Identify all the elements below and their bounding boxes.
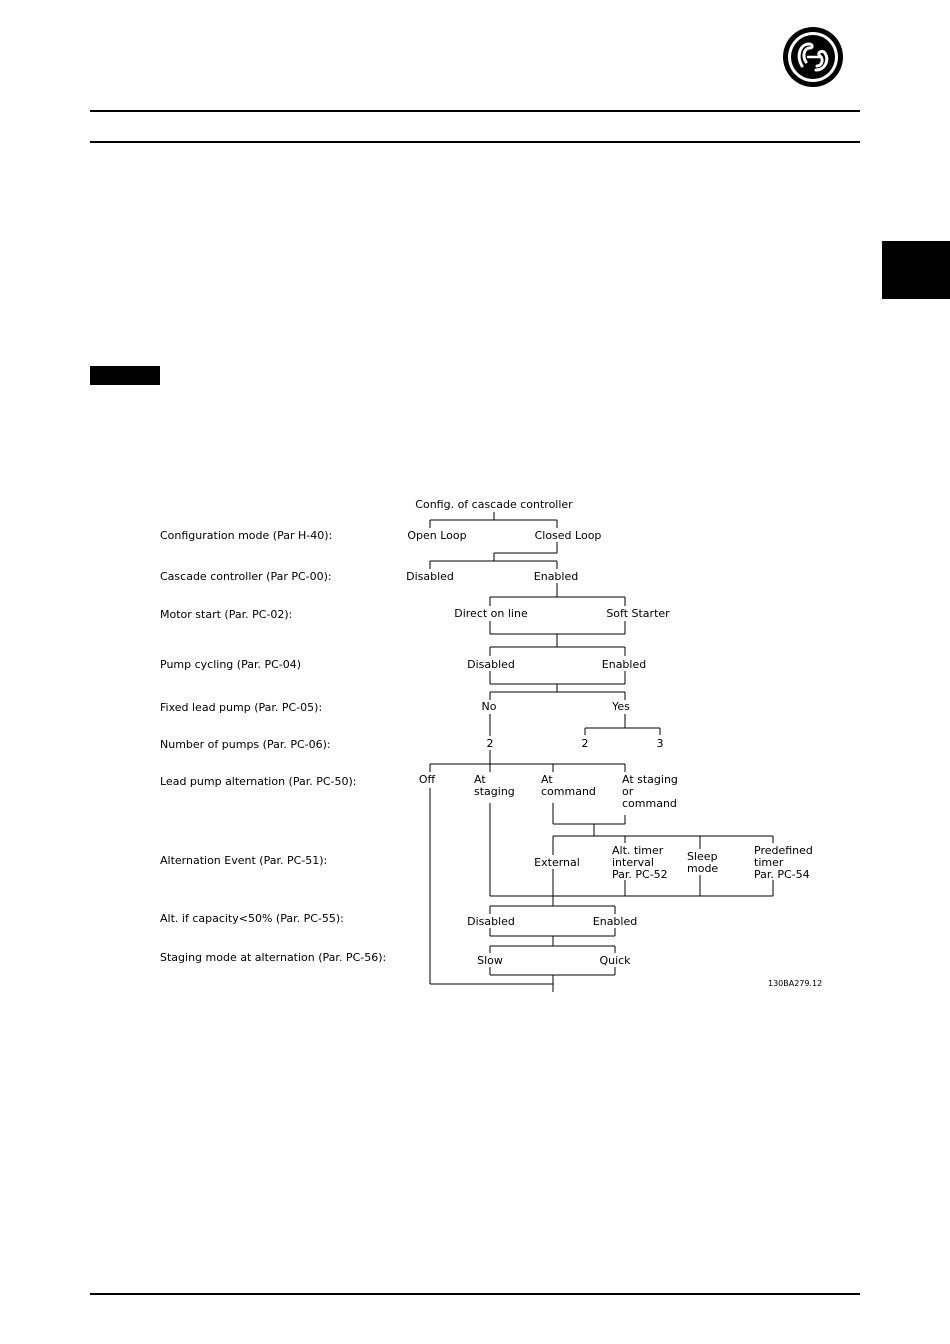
ge-logo-icon xyxy=(783,27,843,87)
node-alt-timer-line2: interval xyxy=(612,856,654,869)
node-predefined-timer-line3: Par. PC-54 xyxy=(754,868,810,881)
node-capacity-enabled: Enabled xyxy=(593,915,637,928)
label-fixed-lead-pump: Fixed lead pump (Par. PC-05): xyxy=(160,701,322,714)
label-lead-pump-alternation: Lead pump alternation (Par. PC-50): xyxy=(160,775,357,788)
node-alt-timer-line1: Alt. timer xyxy=(612,844,664,857)
node-pumps-3: 3 xyxy=(657,737,664,750)
node-at-staging-line2: staging xyxy=(474,785,515,798)
node-at-command-line1: At xyxy=(541,773,553,786)
node-at-staging-or-command-line2: or xyxy=(622,785,634,798)
note-label-box xyxy=(90,366,160,385)
node-cascade-enabled: Enabled xyxy=(534,570,578,583)
node-sleep-mode-line1: Sleep xyxy=(687,850,718,863)
node-sleep-mode-line2: mode xyxy=(687,862,718,875)
label-alt-if-capacity: Alt. if capacity<50% (Par. PC-55): xyxy=(160,912,344,925)
node-at-command-line2: command xyxy=(541,785,596,798)
node-no: No xyxy=(482,700,497,713)
label-number-of-pumps: Number of pumps (Par. PC-06): xyxy=(160,738,331,751)
node-capacity-disabled: Disabled xyxy=(467,915,515,928)
header-rule-top xyxy=(90,110,860,112)
node-at-staging-or-command-line1: At staging xyxy=(622,773,678,786)
node-off: Off xyxy=(419,773,436,786)
node-predefined-timer-line1: Predefined xyxy=(754,844,813,857)
node-open-loop: Open Loop xyxy=(407,529,466,542)
node-at-staging-line1: At xyxy=(474,773,486,786)
label-staging-mode: Staging mode at alternation (Par. PC-56)… xyxy=(160,951,386,964)
diagram-title: Config. of cascade controller xyxy=(415,498,573,511)
node-alt-timer-line3: Par. PC-52 xyxy=(612,868,668,881)
node-external: External xyxy=(534,856,580,869)
label-pump-cycling: Pump cycling (Par. PC-04) xyxy=(160,658,301,671)
node-pump-cycling-disabled: Disabled xyxy=(467,658,515,671)
node-pump-cycling-enabled: Enabled xyxy=(602,658,646,671)
node-direct-on-line: Direct on line xyxy=(454,607,528,620)
node-cascade-disabled: Disabled xyxy=(406,570,454,583)
footer-rule xyxy=(90,1293,860,1295)
node-pumps-2b: 2 xyxy=(582,737,589,750)
node-at-staging-or-command-line3: command xyxy=(622,797,677,810)
chapter-tab xyxy=(882,241,950,299)
label-cascade-controller: Cascade controller (Par PC-00): xyxy=(160,570,332,583)
header-rule-bottom xyxy=(90,141,860,143)
node-closed-loop: Closed Loop xyxy=(535,529,602,542)
label-configuration-mode: Configuration mode (Par H-40): xyxy=(160,529,332,542)
label-alternation-event: Alternation Event (Par. PC-51): xyxy=(160,854,327,867)
node-soft-starter: Soft Starter xyxy=(606,607,670,620)
node-quick: Quick xyxy=(599,954,631,967)
connector-lines xyxy=(429,512,774,992)
node-yes: Yes xyxy=(611,700,630,713)
node-pumps-2a: 2 xyxy=(487,737,494,750)
node-predefined-timer-line2: timer xyxy=(754,856,784,869)
figure-code: 130BA279.12 xyxy=(768,979,822,988)
node-slow: Slow xyxy=(477,954,503,967)
label-motor-start: Motor start (Par. PC-02): xyxy=(160,608,292,621)
